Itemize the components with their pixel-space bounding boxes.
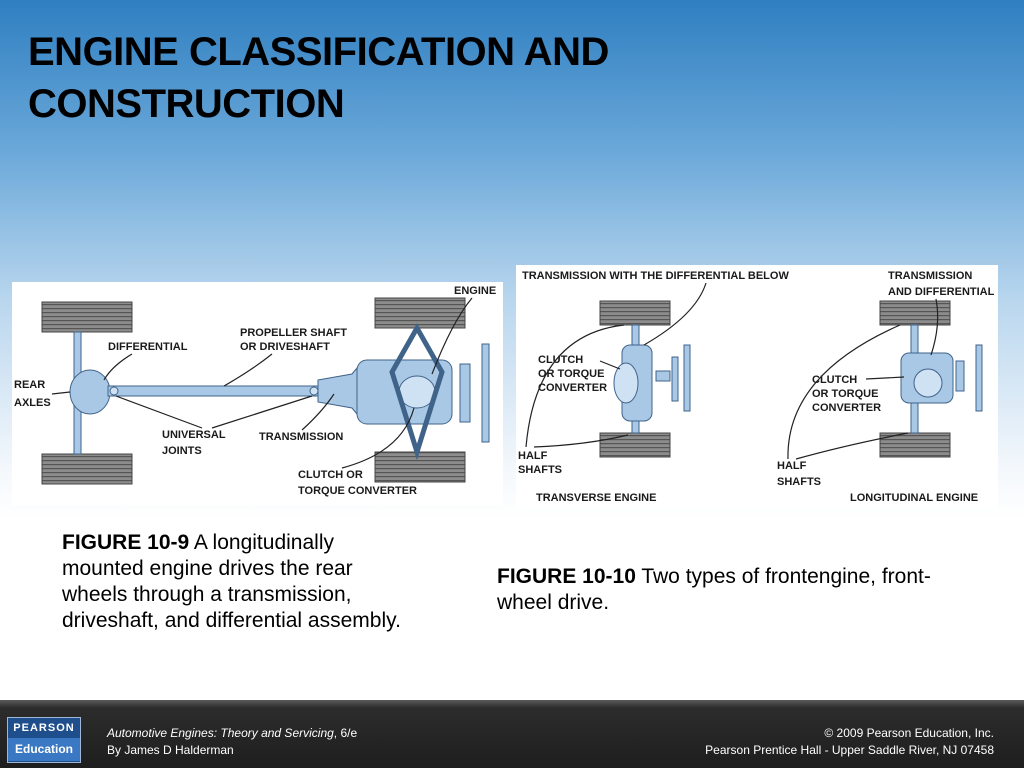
label-converter-left: CONVERTER <box>538 382 607 394</box>
slide-title-line-1: ENGINE CLASSIFICATION AND <box>28 30 609 74</box>
figure-10-10-fwd-diagram: TRANSMISSION WITH THE DIFFERENTIAL BELOW… <box>516 265 998 509</box>
label-axles: AXLES <box>14 397 51 409</box>
slide-title: ENGINE CLASSIFICATION AND CONSTRUCTION <box>28 26 928 130</box>
label-clutch-left: CLUTCH <box>538 354 583 366</box>
label-clutch-right: CLUTCH <box>812 374 857 386</box>
torque-converter <box>398 375 436 409</box>
label-half-right: HALF <box>777 460 807 472</box>
label-transmission: TRANSMISSION <box>259 431 343 443</box>
label-transverse-engine: TRANSVERSE ENGINE <box>536 492 656 504</box>
label-or-torque-left: OR TORQUE <box>538 368 604 380</box>
rwd-drivetrain-illustration: ENGINE PROPELLER SHAFT OR DRIVESHAFT DIF… <box>14 285 496 497</box>
longitudinal-torque-converter <box>913 368 943 398</box>
label-universal: UNIVERSAL <box>162 429 226 441</box>
rear-right-wheel <box>41 453 133 485</box>
transverse-bumper <box>683 344 691 412</box>
front-suspension <box>389 322 445 461</box>
universal-joint-rear <box>109 386 119 396</box>
rear-left-wheel <box>41 301 133 333</box>
book-citation: Automotive Engines: Theory and Servicing… <box>107 725 357 742</box>
book-title: Automotive Engines: Theory and Servicing <box>107 726 334 740</box>
front-left-wheel <box>374 297 466 329</box>
footer-left: Automotive Engines: Theory and Servicing… <box>107 725 357 759</box>
figure-10-9-rwd-diagram: ENGINE PROPELLER SHAFT OR DRIVESHAFT DIF… <box>12 282 503 506</box>
transverse-bracket <box>655 370 671 382</box>
label-or-driveshaft: OR DRIVESHAFT <box>240 341 330 353</box>
logo-bottom-text: Education <box>8 738 80 761</box>
label-and-differential: AND DIFFERENTIAL <box>888 286 995 298</box>
front-bumper <box>481 343 490 443</box>
transverse-right-wheel <box>599 432 671 458</box>
label-engine: ENGINE <box>454 285 496 297</box>
differential-housing <box>69 369 111 415</box>
label-shafts-left: SHAFTS <box>518 464 562 476</box>
longitudinal-left-wheel <box>879 300 951 326</box>
copyright: © 2009 Pearson Education, Inc. <box>824 726 994 740</box>
label-longitudinal-engine: LONGITUDINAL ENGINE <box>850 492 978 504</box>
label-transmission: TRANSMISSION <box>888 270 972 282</box>
logo-top-text: PEARSON <box>13 722 75 734</box>
publisher: Pearson Prentice Hall - Upper Saddle Riv… <box>705 743 994 757</box>
figure-10-10-caption: FIGURE 10-10 Two types of frontengine, f… <box>497 564 977 616</box>
book-edition: , 6/e <box>333 726 358 740</box>
leader-lines <box>51 297 473 469</box>
pearson-education-logo: PEARSON Education <box>7 717 81 763</box>
figure-10-9-label: FIGURE 10-9 <box>62 531 190 554</box>
label-half-left: HALF <box>518 450 548 462</box>
transverse-torque-converter <box>613 362 639 404</box>
label-clutch-or: CLUTCH OR <box>298 469 363 481</box>
figure-10-10-text: Two types of frontengine, front-wheel dr… <box>497 565 931 614</box>
driveshaft <box>107 385 319 397</box>
slide-footer: PEARSON Education Automotive Engines: Th… <box>0 700 1024 768</box>
label-propeller-shaft: PROPELLER SHAFT <box>240 327 347 339</box>
longitudinal-bumper <box>975 344 983 412</box>
label-transmission-differential-below: TRANSMISSION WITH THE DIFFERENTIAL BELOW <box>522 270 789 282</box>
label-converter-right: CONVERTER <box>812 402 881 414</box>
label-rear: REAR <box>14 379 45 391</box>
label-joints: JOINTS <box>162 445 202 457</box>
label-torque-converter: TORQUE CONVERTER <box>298 485 417 497</box>
longitudinal-radiator <box>955 360 965 392</box>
fwd-drivetrain-illustration: TRANSMISSION WITH THE DIFFERENTIAL BELOW… <box>518 270 995 504</box>
figure-10-10-label: FIGURE 10-10 <box>497 565 636 588</box>
universal-joint-front <box>309 386 319 396</box>
label-shafts-right: SHAFTS <box>777 476 821 488</box>
book-author: By James D Halderman <box>107 743 234 757</box>
leader-lines <box>525 282 939 460</box>
slide-title-line-2: CONSTRUCTION <box>28 82 345 126</box>
transverse-left-wheel <box>599 300 671 326</box>
footer-right: © 2009 Pearson Education, Inc. Pearson P… <box>705 725 994 759</box>
label-or-torque-right: OR TORQUE <box>812 388 878 400</box>
transverse-radiator <box>671 356 679 402</box>
figure-10-9-caption: FIGURE 10-9 A longitudinally mounted eng… <box>62 530 402 634</box>
label-differential: DIFFERENTIAL <box>108 341 188 353</box>
front-right-wheel <box>374 451 466 483</box>
figure-10-9-text: A longitudinally mounted engine drives t… <box>62 531 401 632</box>
radiator <box>459 363 471 423</box>
